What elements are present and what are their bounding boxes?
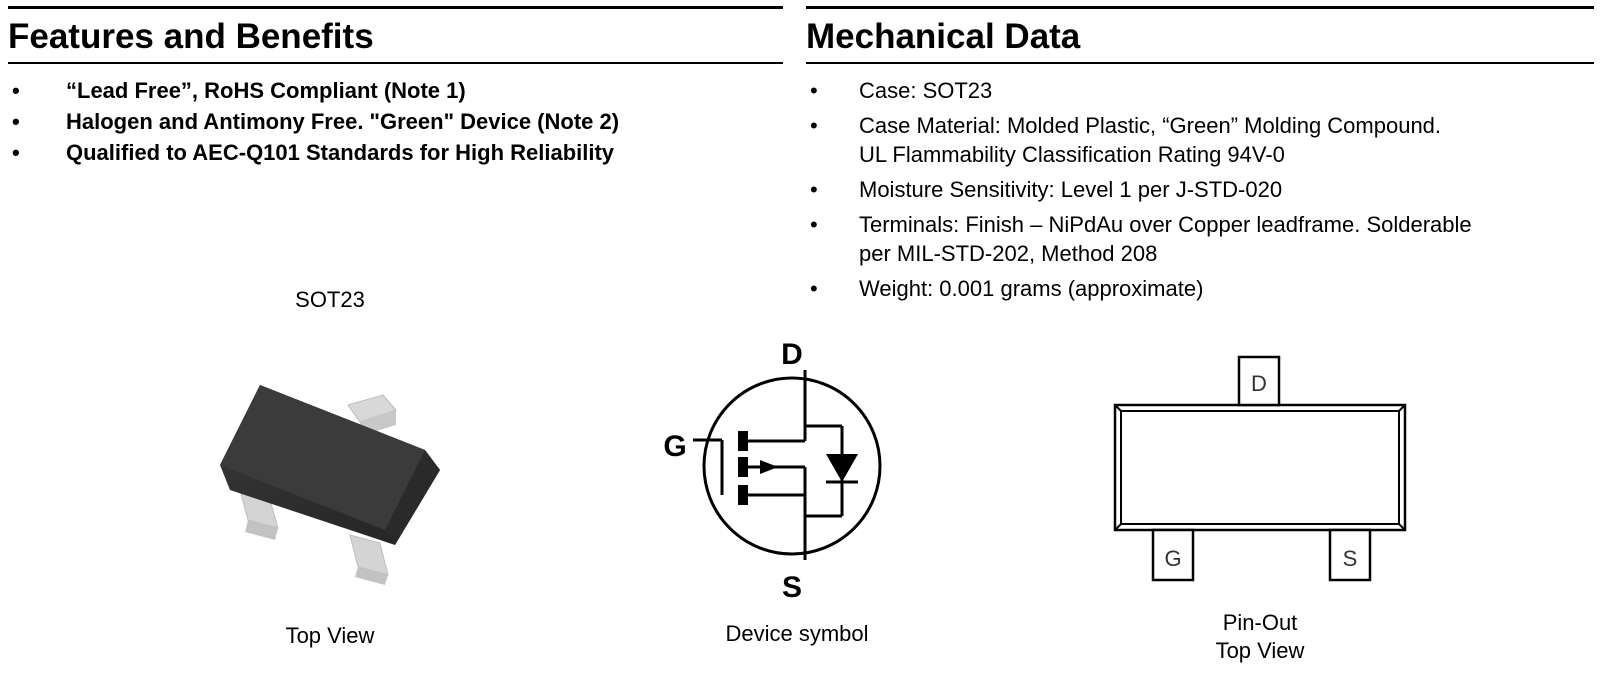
feature-item: • “Lead Free”, RoHS Compliant (Note 1) [8,76,783,105]
symbol-circle [702,376,882,556]
mosfet-symbol-diagram: D G S [663,338,882,604]
bullet-icon: • [810,276,818,301]
arrow-icon [760,460,778,474]
bullet-icon: • [12,78,20,103]
mechanical-item: • Moisture Sensitivity: Level 1 per J-STD… [806,175,1594,204]
section-underline [806,62,1594,64]
bullet-icon: • [810,212,818,237]
gate-label: G [663,430,686,463]
channel-segments [738,431,748,505]
section-underline [8,62,783,64]
bullet-icon: • [12,109,20,134]
symbol-wires [693,370,858,560]
pin-source [1328,528,1372,582]
feature-text: Halogen and Antimony Free. "Green" Devic… [66,109,620,134]
device-symbol-caption: Device symbol [725,621,869,646]
diode-icon [826,454,858,482]
feature-text: “Lead Free”, RoHS Compliant (Note 1) [66,78,466,103]
pinout-caption-line: Top View [1215,638,1305,663]
features-section: Features and Benefits • “Lead Free”, RoHS… [8,0,783,169]
pin-gate [1151,528,1195,582]
features-list: • “Lead Free”, RoHS Compliant (Note 1) • H… [8,76,783,167]
features-title: Features and Benefits [8,17,374,56]
section-top-rule [8,6,783,9]
mechanical-item: • Case: SOT23 [806,76,1594,105]
source-label: S [782,571,802,604]
mechanical-title: Mechanical Data [806,17,1081,56]
mechanical-item: • Case Material: Molded Plastic, “Green” … [806,111,1594,169]
pin-drain-label: D [1251,371,1267,396]
pin-source-label: S [1343,546,1358,571]
pinout-caption: Pin-Out Top View [1160,609,1360,665]
mechanical-text: Terminals: Finish – NiPdAu over Copper l… [859,212,1472,237]
pinout-diagram: D G S [1113,355,1407,582]
mechanical-text: per MIL-STD-202, Method 208 [859,241,1158,266]
package-body [220,385,440,545]
mechanical-section: Mechanical Data • Case: SOT23 • Case Mater… [806,0,1594,309]
pinout-outline [1113,403,1407,532]
mechanical-text: Case Material: Molded Plastic, “Green” M… [859,113,1442,138]
mechanical-text: Weight: 0.001 grams (approximate) [859,276,1204,301]
section-top-rule [806,6,1594,9]
package-caption: Top View [285,623,375,648]
package-lead [349,534,389,585]
drain-label: D [781,338,803,371]
mechanical-text: Moisture Sensitivity: Level 1 per J-STD-… [859,177,1283,202]
pinout-inner-outline [1120,410,1400,525]
mechanical-item: • Weight: 0.001 grams (approximate) [806,274,1594,303]
package-title: SOT23 [295,287,365,312]
mechanical-text: Case: SOT23 [859,78,993,103]
sot23-package-image [220,385,440,585]
pinout-caption-line: Pin-Out [1222,610,1298,635]
mechanical-item: • Terminals: Finish – NiPdAu over Copper … [806,210,1594,268]
pin-drain [1237,355,1281,407]
bullet-icon: • [810,78,818,103]
pin-gate-label: G [1164,546,1181,571]
feature-text: Qualified to AEC-Q101 Standards for High… [66,140,615,165]
feature-item: • Halogen and Antimony Free. "Green" Devi… [8,107,783,136]
mechanical-text: UL Flammability Classification Rating 94… [859,142,1285,167]
bullet-icon: • [810,177,818,202]
mechanical-list: • Case: SOT23 • Case Material: Molded Plas… [806,76,1594,303]
bullet-icon: • [12,140,20,165]
bullet-icon: • [810,113,818,138]
feature-item: • Qualified to AEC-Q101 Standards for Hig… [8,138,783,167]
